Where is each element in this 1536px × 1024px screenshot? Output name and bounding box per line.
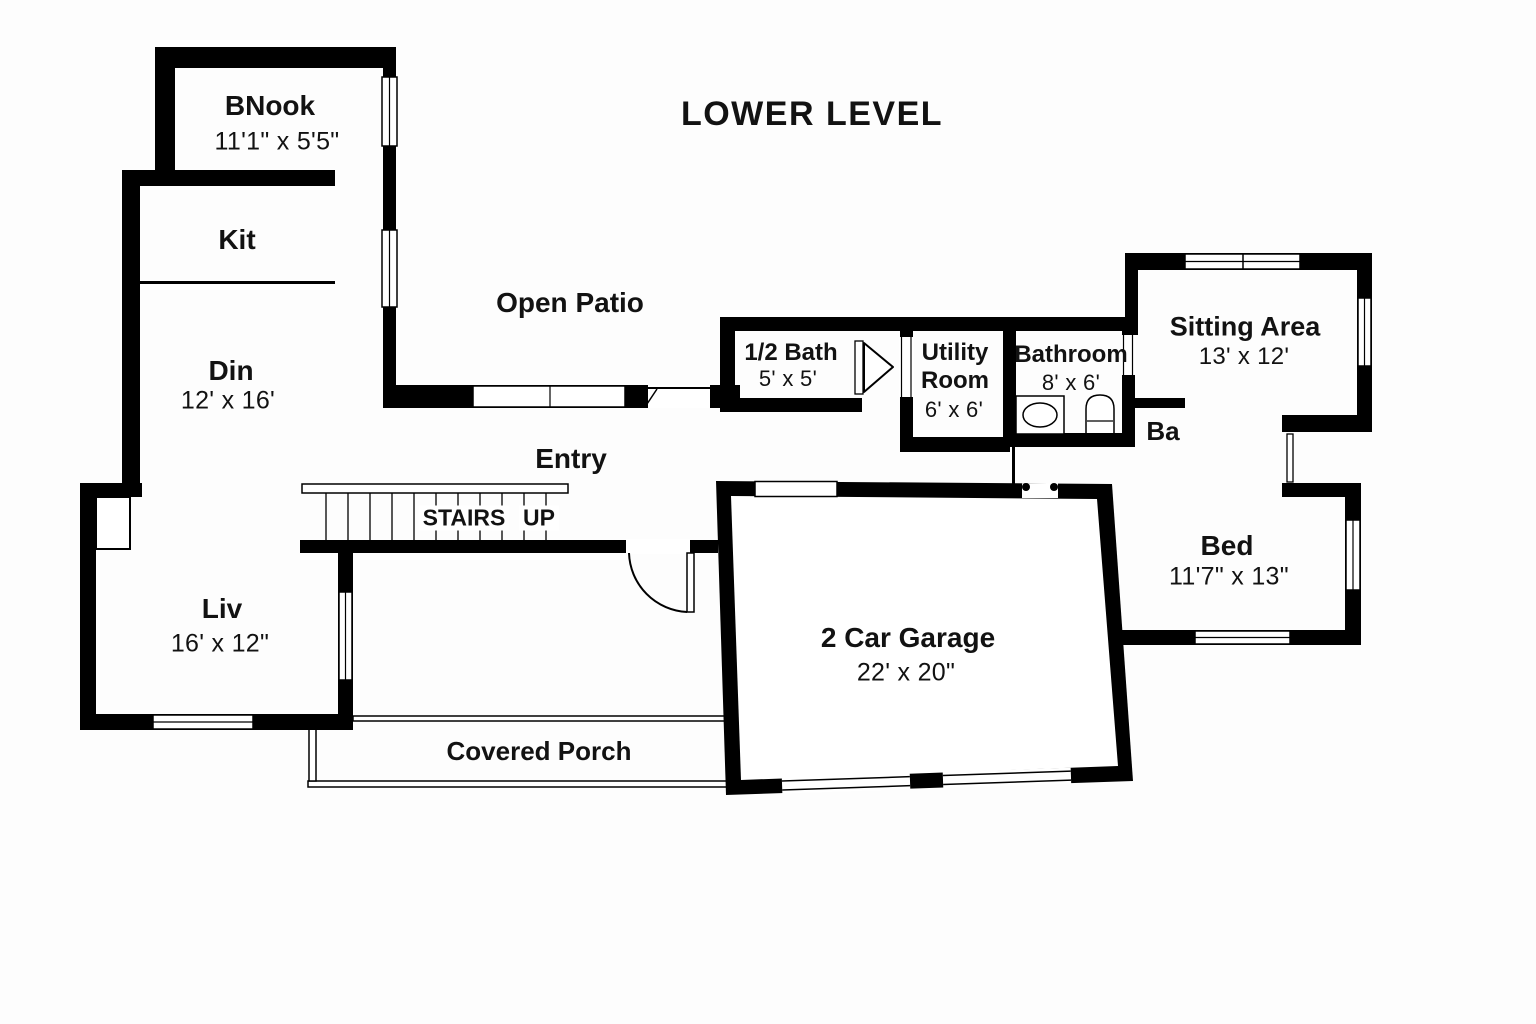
garage-doors <box>781 767 1072 794</box>
utility-label-2: Room <box>921 367 989 394</box>
bed-dims: 11'7" x 13" <box>1169 562 1289 591</box>
liv-label: Liv <box>201 593 243 624</box>
covered-porch-label: Covered Porch <box>446 736 632 766</box>
garage-label: 2 Car Garage <box>820 622 996 653</box>
window <box>1194 630 1291 645</box>
door-swing-arc <box>628 552 688 613</box>
window <box>472 385 626 408</box>
window <box>1357 297 1372 367</box>
door-leaf <box>686 552 695 613</box>
din-dims: 12' x 16' <box>180 386 276 415</box>
garage-service-door <box>1022 483 1058 498</box>
entry-label: Entry <box>535 443 607 474</box>
utility-dims: 6' x 6' <box>924 397 984 422</box>
sitting-area-label: Sitting Area <box>1169 311 1321 342</box>
stairs-up-label: UP <box>519 505 559 531</box>
utility-label-1: Utility <box>921 339 989 366</box>
fireplace <box>95 496 131 550</box>
window <box>1184 253 1301 270</box>
bnook-label: BNook <box>224 90 316 121</box>
half-bath-label: 1/2 Bath <box>744 339 838 366</box>
half-bath-door <box>854 340 894 395</box>
half-bath-dims: 5' x 5' <box>758 366 818 391</box>
bnook-dims: 11'1" x 5'5" <box>214 127 340 156</box>
window <box>381 229 398 308</box>
kit-label: Kit <box>218 224 256 255</box>
window <box>152 714 254 730</box>
window <box>381 76 398 147</box>
window <box>338 591 353 681</box>
bathroom-label: Bathroom <box>1014 341 1128 368</box>
din-label: Din <box>208 355 254 386</box>
sink-icon <box>1015 395 1065 435</box>
door-leaf <box>1286 433 1294 483</box>
bathroom-door-opening <box>1121 335 1136 375</box>
page-title: LOWER LEVEL <box>680 95 944 133</box>
bath-block-walls <box>720 317 1185 487</box>
liv-dims: 16' x 12" <box>170 629 270 658</box>
utility-door-opening <box>899 337 914 397</box>
stairs-label: STAIRS <box>418 505 510 531</box>
garage-walls <box>716 480 1133 795</box>
open-patio-label: Open Patio <box>496 287 644 318</box>
left-wing-walls <box>80 47 396 730</box>
toilet-icon <box>1085 394 1115 433</box>
window <box>1345 519 1361 591</box>
sitting-area-dims: 13' x 12' <box>1198 343 1290 370</box>
patio-wall <box>383 385 740 408</box>
bed-label: Bed <box>1200 530 1254 561</box>
entry-wall <box>300 539 718 613</box>
ba-label: Ba <box>1146 416 1180 446</box>
bathroom-dims: 8' x 6' <box>1041 370 1101 395</box>
window <box>754 480 838 498</box>
stairs-rail <box>301 483 569 494</box>
garage-dims: 22' x 20" <box>856 658 956 687</box>
